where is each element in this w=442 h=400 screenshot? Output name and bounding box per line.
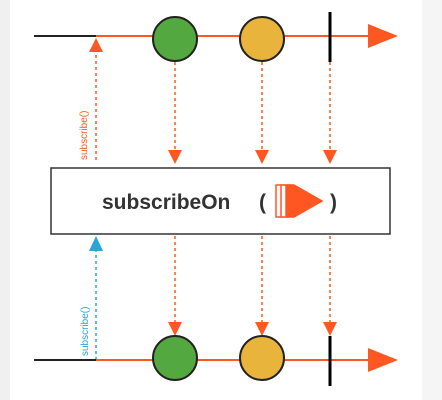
emission-arrow-green-in	[168, 62, 182, 164]
operator-name: subscribeOn	[102, 191, 230, 214]
upstream-timeline-arrowhead	[368, 24, 398, 48]
operator-box	[50, 167, 391, 235]
right-gutter	[422, 0, 442, 400]
completion-arrow-in	[323, 62, 337, 164]
left-gutter	[0, 0, 10, 400]
downstream-timeline	[34, 348, 398, 372]
operator-open-paren: (	[259, 191, 266, 214]
emission-arrow-yellow-in	[255, 62, 269, 164]
downstream-marble-yellow	[239, 335, 285, 381]
downstream-subscribe-arrow	[89, 236, 103, 360]
upstream-marble-yellow	[239, 16, 285, 62]
scheduler-chevrons-icon	[275, 184, 324, 218]
completion-arrow-out	[323, 236, 337, 336]
upstream-timeline	[34, 24, 398, 48]
downstream-timeline-arrowhead	[368, 348, 398, 372]
downstream-subscribe-label: subscribe()	[80, 307, 91, 356]
emission-arrow-yellow-out	[255, 236, 269, 336]
upstream-subscribe-arrow	[89, 38, 103, 160]
emission-arrow-green-out	[168, 236, 182, 336]
upstream-subscribe-label: subscribe()	[79, 111, 90, 160]
operator-close-paren: )	[330, 191, 337, 214]
upstream-marble-green	[152, 16, 198, 62]
downstream-marble-green	[152, 335, 198, 381]
